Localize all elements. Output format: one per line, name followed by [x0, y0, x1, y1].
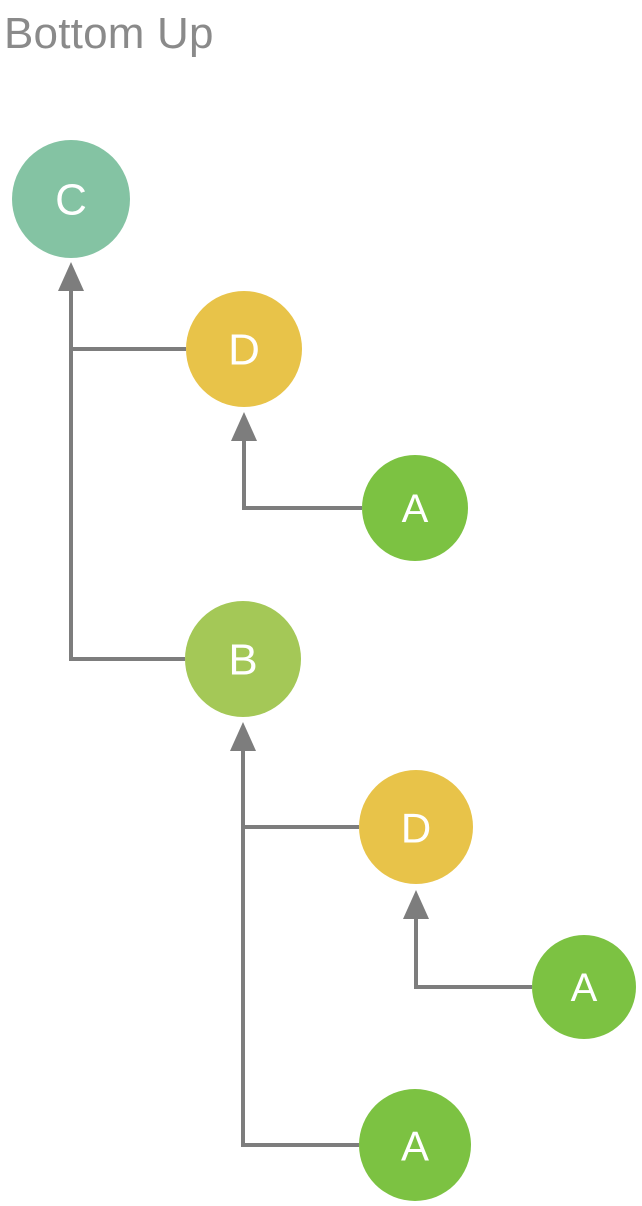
node-d-upper-circle[interactable]: [186, 291, 302, 407]
edge-d1-to-c: [69, 268, 186, 351]
node-c-circle[interactable]: [12, 140, 130, 258]
arrowheads-layer: [58, 262, 429, 919]
arrowhead-up-icon-to-d2: [403, 890, 429, 919]
page-title: Bottom Up: [4, 9, 214, 58]
edge-a2-to-d2: [414, 896, 532, 989]
edge-b-to-c: [69, 349, 185, 661]
node-b[interactable]: B: [185, 601, 301, 717]
node-a-bottom-circle[interactable]: [359, 1089, 471, 1201]
node-a-bottom[interactable]: A: [359, 1089, 471, 1201]
node-b-circle[interactable]: [185, 601, 301, 717]
node-a-right-circle[interactable]: [532, 935, 636, 1039]
node-d-lower[interactable]: D: [359, 770, 473, 884]
node-c[interactable]: C: [12, 140, 130, 258]
node-d-upper[interactable]: D: [186, 291, 302, 407]
node-d-lower-circle[interactable]: [359, 770, 473, 884]
nodes-layer: C D A B D A: [12, 140, 636, 1201]
edge-d2-to-b: [241, 728, 359, 829]
edge-a1-to-d1: [242, 418, 362, 510]
node-a-upper[interactable]: A: [362, 455, 468, 561]
node-a-right[interactable]: A: [532, 935, 636, 1039]
node-a-upper-circle[interactable]: [362, 455, 468, 561]
arrowhead-up-icon-to-d1: [231, 412, 257, 441]
edge-a3-to-b: [241, 827, 359, 1147]
arrowhead-up-icon-to-b: [230, 722, 256, 751]
edges-layer: [69, 268, 532, 1147]
arrowhead-up-icon-to-c: [58, 262, 84, 291]
